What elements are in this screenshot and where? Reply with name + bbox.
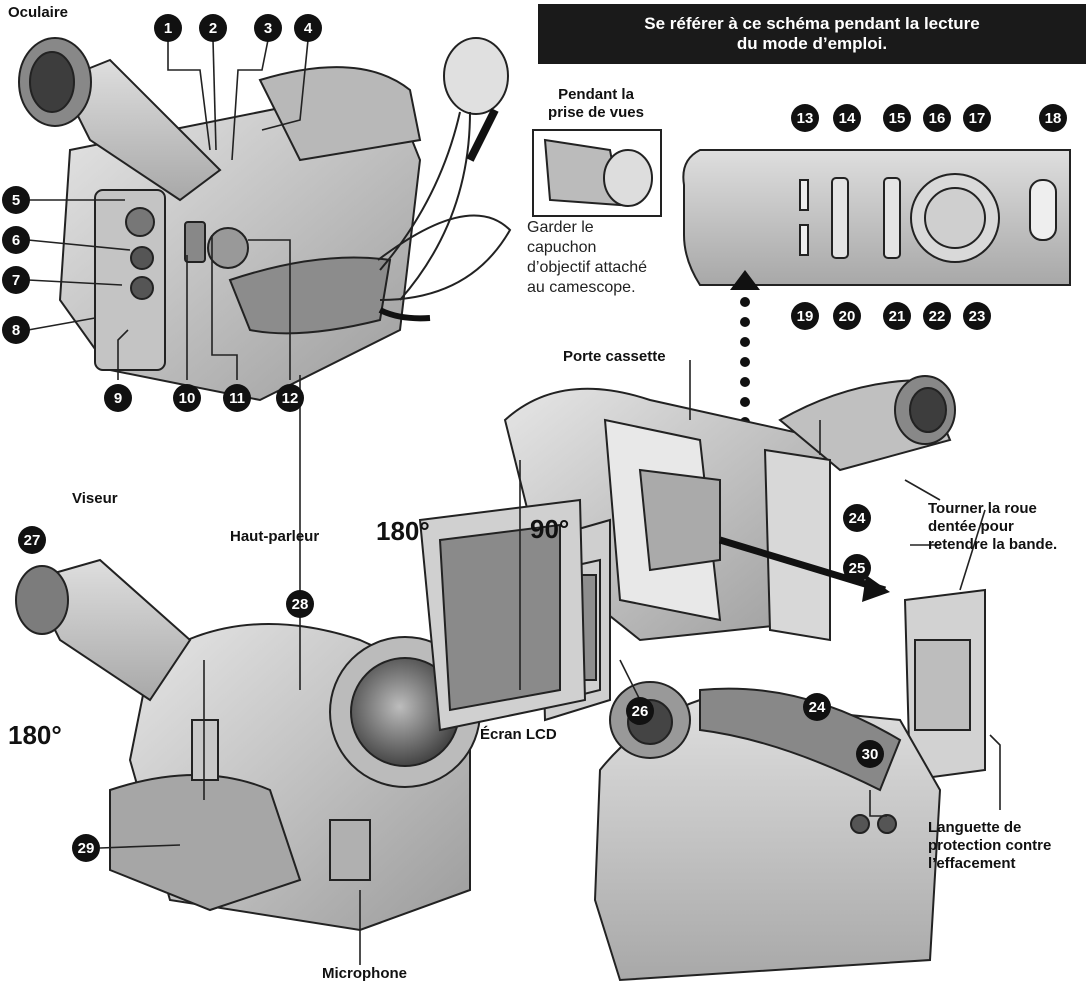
label-tourner-line-3: retendre la bande.: [928, 536, 1058, 553]
callout-6: 6: [2, 226, 30, 254]
label-ecran-lcd: Écran LCD: [480, 726, 557, 743]
callout-22: 22: [923, 302, 951, 330]
callout-25: 25: [843, 554, 871, 582]
label-pendant-prise: Pendant la prise de vues: [540, 86, 652, 122]
label-oculaire: Oculaire: [8, 4, 69, 21]
callout-27: 27: [18, 526, 46, 554]
callout-14: 14: [833, 104, 861, 132]
label-languette-line-2: protection contre: [928, 837, 1052, 854]
label-garder-line-2: capuchon: [527, 239, 597, 256]
dotted-arrow: [730, 270, 760, 427]
label-languette-line-1: Languette de: [928, 819, 1022, 836]
label-languette: Languette de protection contre l’effacem…: [928, 819, 1051, 873]
angle-90-lcd: 90°: [530, 514, 570, 544]
label-tourner-roue: Tourner la roue dentée pour retendre la …: [928, 500, 1057, 554]
callout-13: 13: [791, 104, 819, 132]
callout-15: 15: [883, 104, 911, 132]
callout-26: 26: [626, 697, 654, 725]
control-panel: [682, 149, 1071, 286]
inset-lens: [543, 138, 653, 207]
callout-11: 11: [223, 384, 251, 412]
callout-8: 8: [2, 316, 30, 344]
callout-21: 21: [883, 302, 911, 330]
callout-5: 5: [2, 186, 30, 214]
callout-16: 16: [923, 104, 951, 132]
label-garder-line-4: au camescope.: [527, 279, 636, 296]
cassette: [903, 588, 986, 782]
label-garder-capuchon: Garder le capuchon d’objectif attaché au…: [527, 218, 647, 298]
callout-7: 7: [2, 266, 30, 294]
callout-2: 2: [199, 14, 227, 42]
callout-29: 29: [72, 834, 100, 862]
callout-18: 18: [1039, 104, 1067, 132]
camcorder-bottom-left: [15, 558, 481, 932]
callout-23: 23: [963, 302, 991, 330]
callout-24-bottom: 24: [803, 693, 831, 721]
label-tourner-line-1: Tourner la roue: [928, 500, 1037, 517]
callout-12: 12: [276, 384, 304, 412]
angle-180-viseur: 180°: [8, 720, 62, 750]
label-porte-cassette: Porte cassette: [563, 348, 666, 365]
label-languette-line-3: l’effacement: [928, 855, 1016, 872]
callout-28: 28: [286, 590, 314, 618]
camcorder-bottom-right: [593, 681, 942, 982]
camcorder-center: [503, 375, 956, 722]
instruction-banner: Se référer à ce schéma pendant la lectur…: [538, 4, 1086, 64]
label-garder-line-3: d’objectif attaché: [527, 259, 648, 276]
camcorder-top-left: [18, 37, 422, 402]
leader-lines: [27, 39, 1001, 965]
lens-cap: [377, 37, 512, 322]
callout-4: 4: [294, 14, 322, 42]
label-pendant-line-2: prise de vues: [548, 104, 644, 121]
callout-10: 10: [173, 384, 201, 412]
banner-line-1: Se référer à ce schéma pendant la lectur…: [644, 14, 980, 33]
callout-17: 17: [963, 104, 991, 132]
callout-1: 1: [154, 14, 182, 42]
callout-30: 30: [856, 740, 884, 768]
label-tourner-line-2: dentée pour: [928, 518, 1014, 535]
label-microphone: Microphone: [322, 965, 407, 982]
label-garder-line-1: Garder le: [527, 219, 594, 236]
label-pendant-line-1: Pendant la: [558, 86, 634, 103]
callout-3: 3: [254, 14, 282, 42]
label-viseur: Viseur: [72, 490, 118, 507]
callout-9: 9: [104, 384, 132, 412]
callout-24-top: 24: [843, 504, 871, 532]
label-haut-parleur: Haut-parleur: [230, 528, 320, 545]
angle-180-lcd: 180°: [376, 516, 430, 546]
lcd-panel: [418, 498, 587, 732]
callout-19: 19: [791, 302, 819, 330]
banner-line-2: du mode d’emploi.: [736, 34, 888, 53]
callout-20: 20: [833, 302, 861, 330]
